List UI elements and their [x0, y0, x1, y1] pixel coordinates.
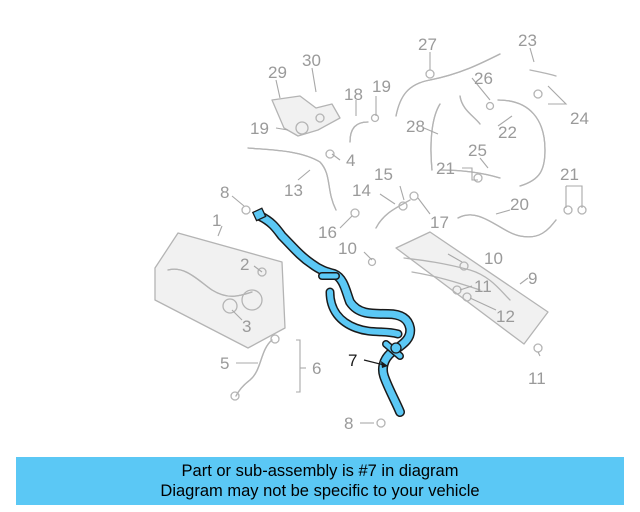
- callout-20[interactable]: 20: [510, 195, 529, 214]
- callout-19-upper[interactable]: 19: [372, 77, 391, 96]
- callout-26[interactable]: 26: [474, 69, 493, 88]
- callout-7[interactable]: 7: [348, 351, 357, 370]
- background-parts: [154, 53, 587, 428]
- callout-2[interactable]: 2: [240, 255, 249, 274]
- callout-14[interactable]: 14: [352, 181, 371, 200]
- parts-diagram: 1 2 3 4 5 6 7 8 8 9 10 10 11 11 12 13 14…: [154, 31, 589, 433]
- callout-22[interactable]: 22: [498, 123, 517, 142]
- hose-14: [375, 199, 411, 229]
- part-1-outline: [154, 232, 286, 349]
- callout-10-right[interactable]: 10: [484, 249, 503, 268]
- callout-15[interactable]: 15: [374, 165, 393, 184]
- callout-18[interactable]: 18: [344, 85, 363, 104]
- callout-12[interactable]: 12: [496, 307, 515, 326]
- callout-4[interactable]: 4: [346, 151, 355, 170]
- callout-10-left[interactable]: 10: [338, 239, 357, 258]
- callouts: 1 2 3 4 5 6 7 8 8 9 10 10 11 11 12 13 14…: [212, 31, 589, 433]
- callout-21-left[interactable]: 21: [436, 159, 455, 178]
- hose-18: [349, 121, 369, 143]
- callout-3[interactable]: 3: [242, 317, 251, 336]
- callout-9[interactable]: 9: [528, 269, 537, 288]
- part-7-highlight: [251, 207, 416, 417]
- callout-23[interactable]: 23: [518, 31, 537, 50]
- hose-7-clamp: [251, 207, 267, 222]
- callout-29[interactable]: 29: [268, 63, 287, 82]
- banner-line-disclaimer: Diagram may not be specific to your vehi…: [160, 482, 480, 500]
- callout-30[interactable]: 30: [302, 51, 321, 70]
- housing-29: [271, 95, 341, 137]
- leader-lines: [217, 47, 583, 424]
- callout-16[interactable]: 16: [318, 223, 337, 242]
- banner-line-part: Part or sub-assembly is #7 in diagram: [181, 462, 459, 480]
- clip-8-upper: [241, 205, 251, 215]
- tube-13: [247, 147, 337, 211]
- callout-1[interactable]: 1: [212, 211, 221, 230]
- callout-11-upper[interactable]: 11: [474, 277, 492, 296]
- callout-28[interactable]: 28: [406, 117, 425, 136]
- callout-25[interactable]: 25: [468, 141, 487, 160]
- callout-8-lower[interactable]: 8: [344, 414, 353, 433]
- callout-11-lower[interactable]: 11: [528, 369, 546, 388]
- part-info-banner: Part or sub-assembly is #7 in diagram Di…: [16, 457, 624, 505]
- callout-6[interactable]: 6: [312, 359, 321, 378]
- clip-8-lower: [376, 418, 386, 428]
- callout-19-left[interactable]: 19: [250, 119, 269, 138]
- callout-17[interactable]: 17: [430, 213, 449, 232]
- hose-22: [497, 99, 546, 187]
- clip-11-lower: [533, 343, 543, 353]
- callout-21-right[interactable]: 21: [560, 165, 579, 184]
- callout-5[interactable]: 5: [220, 354, 229, 373]
- callout-13[interactable]: 13: [284, 181, 303, 200]
- callout-24[interactable]: 24: [570, 109, 589, 128]
- callout-27[interactable]: 27: [418, 35, 437, 54]
- callout-8-upper[interactable]: 8: [220, 183, 229, 202]
- clamp-3: [222, 298, 238, 314]
